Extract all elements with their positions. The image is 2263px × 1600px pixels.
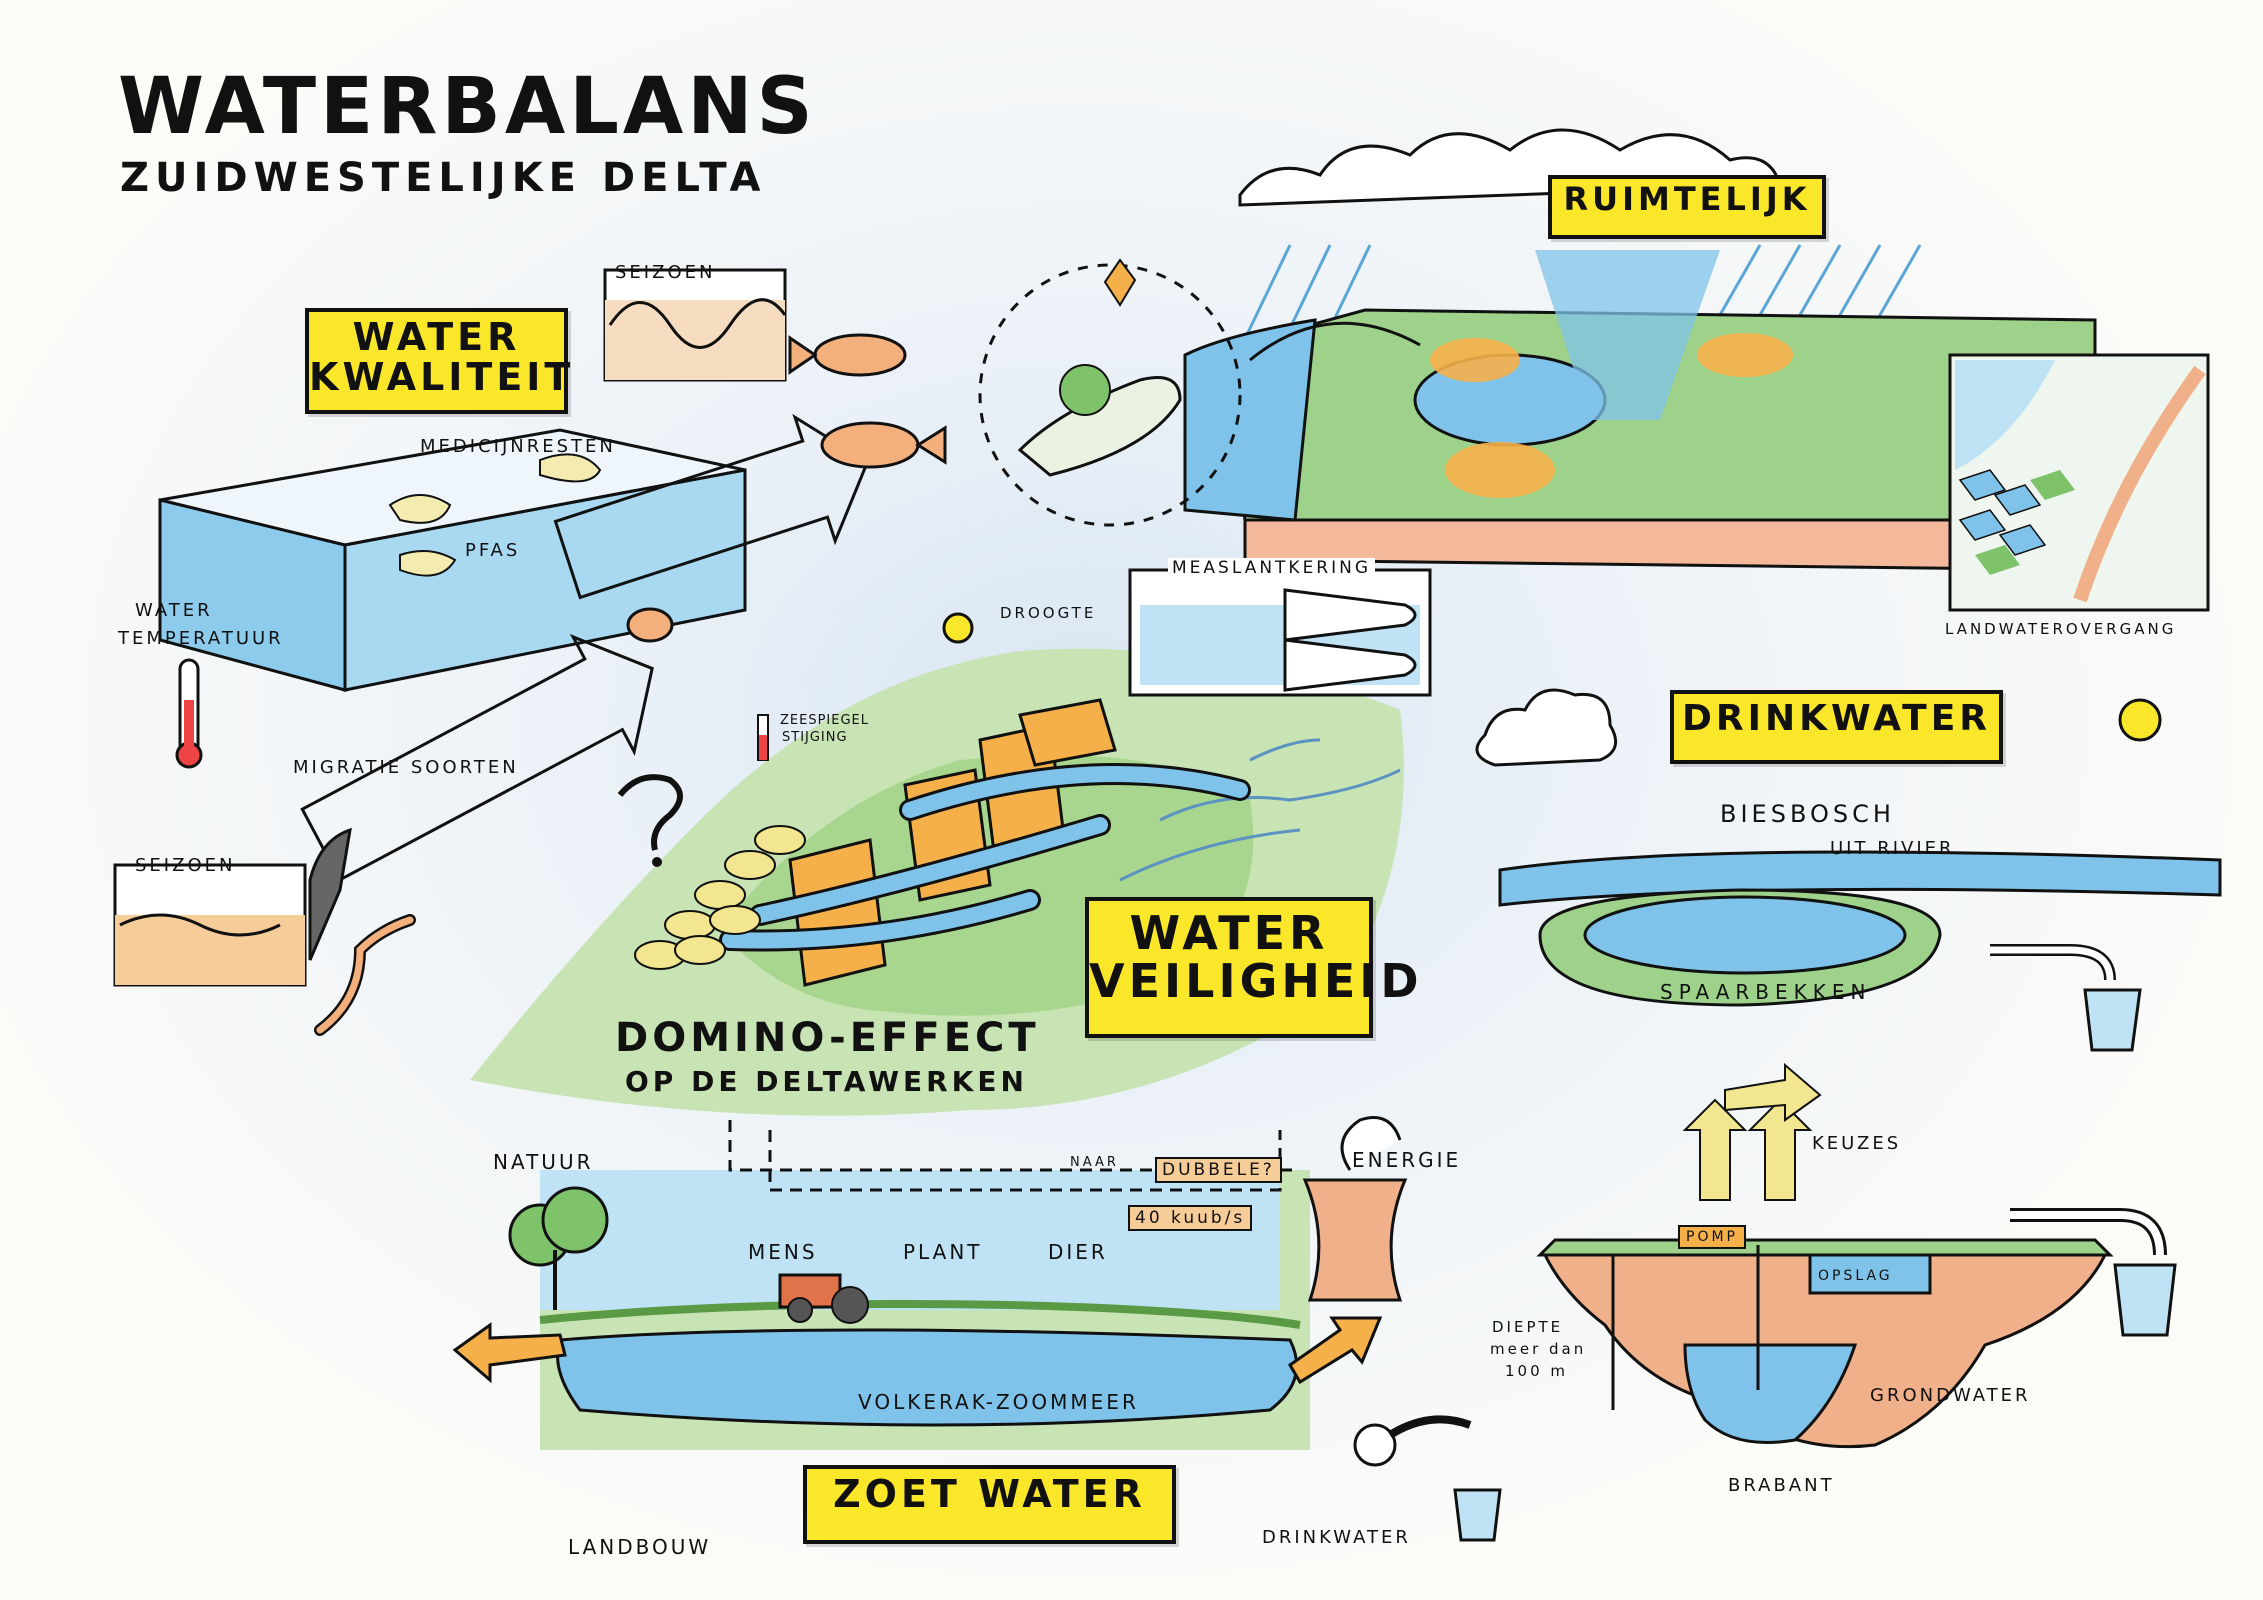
faucet-icon [1990, 944, 2167, 1256]
zoetwater-scene [539, 1120, 1310, 1450]
page-subtitle: ZUIDWESTELIJKE DELTA [120, 155, 767, 201]
label-measlantkering: MEASLANTKERING [1168, 558, 1376, 578]
label-domino-2: OP DE DELTAWERKEN [625, 1065, 1028, 1098]
thermometer-icon [175, 658, 203, 769]
label-zeespiegel-1: ZEESPIEGEL [780, 713, 870, 728]
label-droogte: DROOGTE [1000, 604, 1097, 622]
label-grondwater: GRONDWATER [1870, 1385, 2031, 1406]
ruimtelijk-landscape [1183, 128, 2097, 572]
sea-level-icon [757, 714, 769, 761]
label-pomp: POMP [1678, 1225, 1746, 1249]
label-brabant: BRABANT [1728, 1475, 1835, 1496]
section-waterveiligheid: WATER VEILIGHEID [1085, 897, 1419, 1038]
label-kuub: 40 kuub/s [1128, 1205, 1253, 1231]
measlantkering-panel [1128, 568, 1432, 697]
season-chart-top [603, 268, 787, 382]
sandbags [634, 825, 806, 970]
label-landwaterovergang: LANDWATEROVERGANG [1945, 620, 2177, 638]
sun-icon-right [2118, 698, 2162, 742]
label-watertemperatuur-2: TEMPERATUUR [118, 628, 284, 649]
section-ruimtelijk: RUIMTELIJK [1548, 175, 1826, 239]
tractor-icon [778, 1273, 869, 1324]
landwater-overgang-map [1948, 353, 2210, 612]
label-dubbele: DUBBELE? [1155, 1157, 1282, 1183]
label-pfas: PFAS [465, 540, 521, 561]
label-keuzes: KEUZES [1812, 1133, 1902, 1154]
lizard-icon [314, 914, 416, 1036]
cloud-icon [1475, 688, 1618, 767]
label-mens: MENS [748, 1240, 818, 1264]
label-diepte-2: meer dan [1490, 1340, 1587, 1358]
section-drinkwater: DRINKWATER [1670, 690, 2003, 764]
page-title: WATERBALANS [118, 62, 817, 152]
label-drinkwater-bottom: DRINKWATER [1262, 1527, 1411, 1548]
label-seizoen-left: SEIZOEN [135, 855, 236, 876]
label-volkerak: VOLKERAK-ZOOMMEER [858, 1390, 1139, 1414]
question-mark-icon [617, 774, 683, 867]
section-zoetwater: ZOET WATER [803, 1465, 1176, 1544]
section-waterkwaliteit: WATER KWALITEIT [305, 308, 570, 414]
tree-icon [508, 1186, 609, 1310]
label-diepte-3: 100 m [1505, 1362, 1569, 1380]
label-biesbosch: BIESBOSCH [1720, 800, 1895, 828]
glass-icon [2083, 988, 2177, 1337]
spaarbekken-basin [1538, 888, 1942, 1007]
label-seizoen-top: SEIZOEN [615, 262, 716, 283]
label-migratie: MIGRATIE SOORTEN [293, 757, 519, 778]
label-domino-1: DOMINO-EFFECT [615, 1015, 1040, 1061]
bird-icon [308, 827, 352, 961]
label-medicijnresten: MEDICIJNRESTEN [420, 436, 616, 457]
label-zeespiegel-2: STIJGING [782, 730, 848, 745]
migration-arrow [300, 413, 870, 882]
label-naar: NAAR [1070, 1155, 1119, 1170]
outflow-arrows [452, 1316, 1383, 1385]
island-scene [978, 258, 1242, 527]
crab-icon [626, 607, 674, 643]
label-plant: PLANT [903, 1240, 983, 1264]
choice-arrows [1682, 1062, 1822, 1201]
label-watertemperatuur-1: WATER [135, 600, 213, 621]
season-chart-left [113, 863, 307, 987]
fish-icon [788, 333, 947, 469]
label-diepte-1: DIEPTE [1492, 1318, 1564, 1336]
label-landbouw: LANDBOUW [568, 1535, 712, 1559]
groundwater-section [1536, 1238, 2114, 1449]
label-opslag: OPSLAG [1818, 1268, 1893, 1284]
label-dier: DIER [1048, 1240, 1108, 1264]
tap-icon-bottom [1353, 1415, 1502, 1542]
label-spaarbekken: SPAARBEKKEN [1660, 980, 1872, 1004]
water-quality-block [158, 428, 747, 692]
label-natuur: NATUUR [493, 1150, 594, 1174]
label-energie: ENERGIE [1352, 1148, 1462, 1172]
sun-icon [942, 612, 974, 644]
cooling-tower-icon [1302, 1116, 1408, 1302]
flow-arrows [719, 763, 1251, 952]
label-uit-rivier: UIT RIVIER [1830, 838, 1955, 859]
